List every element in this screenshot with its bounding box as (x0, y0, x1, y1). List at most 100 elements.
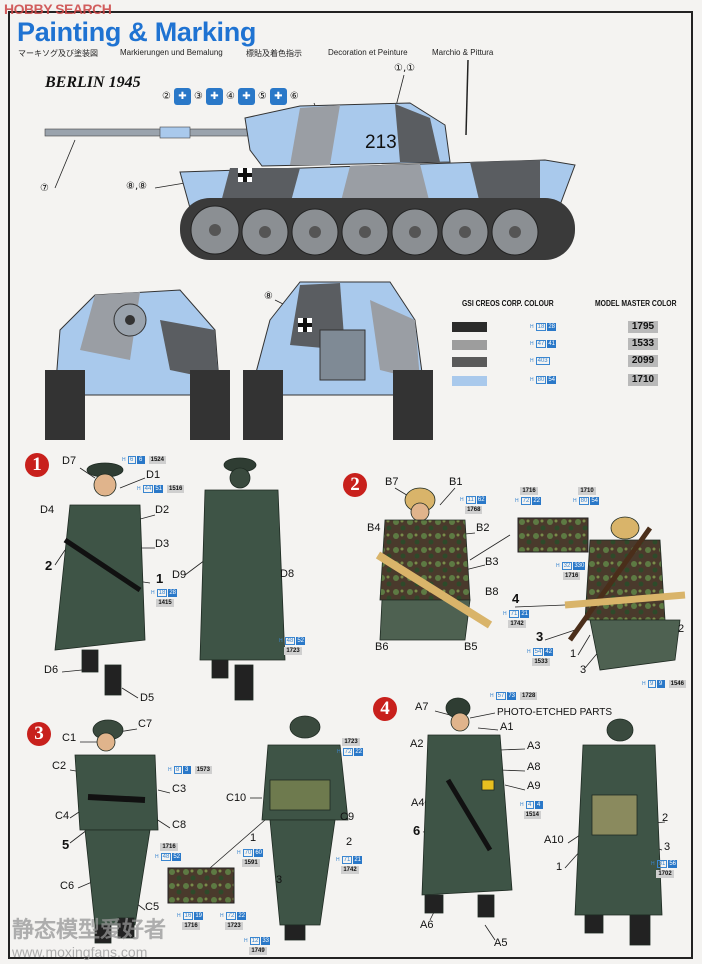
part-number: 6 (413, 823, 421, 838)
page-title: Painting & Marking (17, 17, 257, 47)
h-prefix: H (279, 638, 283, 644)
model-master-code: 1716 (160, 843, 178, 851)
decal-ref-barrel: ⑦ (40, 183, 49, 194)
part-label: D2 (155, 504, 170, 516)
site-watermark-url: www.moxingfans.com (12, 944, 148, 960)
part-number: 1 (556, 861, 563, 873)
part-label: A6 (420, 919, 434, 931)
part-label: B8 (485, 586, 499, 598)
part-label: A7 (415, 701, 429, 713)
model-master-code: 2099 (628, 355, 658, 367)
model-master-code: 1591 (242, 859, 260, 867)
aqueous-color-code: 4 (534, 801, 543, 809)
aqueous-color-code: 42 (544, 648, 553, 656)
model-master-code: 1728 (520, 692, 538, 700)
part-label: B4 (367, 522, 381, 534)
part-label: C1 (62, 732, 77, 744)
h-prefix: H (137, 486, 141, 492)
figure-badge-4: 4 (373, 697, 397, 721)
figure-badge-3: 3 (27, 722, 51, 746)
balkenkreuz-decal-icon: ✚ (237, 88, 255, 105)
h-prefix: H (530, 324, 534, 330)
aqueous-color-code: 21 (353, 856, 362, 864)
marking-number: ② (162, 91, 171, 102)
subtitle-it: Marchio & Pittura (432, 48, 494, 57)
model-master-code: 1533 (532, 658, 550, 666)
hobby-color-code: 71 (341, 856, 353, 864)
model-master-header: MODEL MASTER COLOR (595, 299, 677, 308)
part-label: D6 (44, 664, 59, 676)
aqueous-color-code: 21 (520, 610, 529, 618)
hobby-color-code: 12 (249, 937, 261, 945)
h-prefix: H (527, 649, 531, 655)
aqueous-color-code: 54 (590, 497, 599, 505)
hobby-color-code: 4 (525, 801, 534, 809)
camo-inset (517, 517, 589, 553)
part-label: A2 (410, 738, 424, 750)
h-prefix: H (651, 861, 655, 867)
aqueous-color-code: 6 (136, 456, 145, 464)
model-master-code: 1573 (194, 766, 212, 774)
marking-row: ②✚ ③✚ ④✚ ⑤✚ ⑥ (162, 88, 299, 105)
h-prefix: H (642, 681, 646, 687)
marking-number: ⑥ (289, 91, 299, 102)
model-master-code: 1716 (520, 487, 538, 495)
model-master-code: 1768 (465, 506, 483, 514)
part-label: C5 (145, 901, 160, 913)
aqueous-color-code: 330 (573, 562, 586, 570)
part-label: D4 (40, 504, 55, 516)
balkenkreuz-icon (238, 168, 252, 182)
part-label: A5 (494, 937, 508, 949)
part-label: B2 (476, 522, 490, 534)
decal-ref-rear: ⑧ (264, 291, 273, 302)
part-label: C3 (172, 783, 187, 795)
part-label: B3 (485, 556, 499, 568)
part-label: C6 (60, 880, 75, 892)
part-label: A4 (411, 797, 425, 809)
tank-front-view (45, 289, 230, 440)
part-number: 2 (662, 812, 669, 824)
aqueous-color-code: 54 (547, 376, 556, 384)
part-number: 1 (250, 832, 257, 844)
aqueous-color-code: 22 (532, 497, 541, 505)
h-prefix: H (530, 341, 534, 347)
aqueous-color-code: 51 (154, 485, 163, 493)
aqueous-color-code: 56 (668, 860, 677, 868)
h-prefix: H (151, 590, 155, 596)
part-label: D1 (146, 469, 161, 481)
hobby-color-code: 16 (182, 912, 194, 920)
model-master-code: 1516 (167, 485, 185, 493)
hobby-color-code: 8 (173, 766, 182, 774)
hobby-color-code: 81 (656, 860, 668, 868)
soldier-figures (54, 457, 686, 946)
part-number: 1 (156, 571, 164, 586)
part-label: D5 (140, 692, 155, 704)
aqueous-color-code: 62 (476, 496, 486, 504)
subtitle-jp: マーキソグ及び塗装図 (18, 49, 98, 58)
part-number: 2 (45, 558, 53, 573)
hobby-color-code: 72 (342, 748, 354, 756)
model-master-code: 1716 (182, 922, 200, 930)
hobby-color-code: 54 (532, 648, 544, 656)
tank-side-view: 213 (44, 102, 576, 260)
part-number: 5 (62, 837, 70, 852)
